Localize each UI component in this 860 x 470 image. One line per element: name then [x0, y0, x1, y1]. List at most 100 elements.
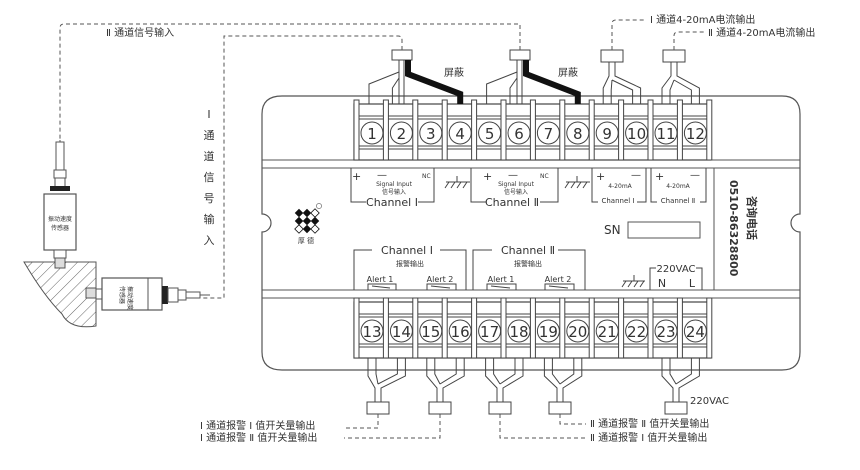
ch2-current-output-label: Ⅱ 通道4-20mA电流输出 [708, 26, 815, 39]
terminal-8[interactable]: 8 [566, 121, 590, 145]
terminal-5[interactable]: 5 [478, 121, 502, 145]
terminal-3[interactable]: 3 [419, 121, 443, 145]
terminal-13[interactable]: 13 [360, 319, 384, 343]
vertical-char: Ⅰ [207, 108, 210, 121]
terminal-separator [353, 297, 360, 359]
alert1-label: Alert 1 [367, 275, 394, 284]
minus-sign: — [690, 170, 700, 181]
alert1-label: Alert 1 [488, 275, 515, 284]
top-group-ch1: + — NC Signal Input 信号输入 Channel Ⅰ [350, 168, 435, 209]
bottom-cables [366, 358, 700, 415]
vertical-char: 入 [204, 234, 215, 247]
channel-label: Channel Ⅰ [601, 197, 634, 205]
phone-info: 0510-86328800 咨询电话 [727, 180, 759, 277]
logo-diamond-icon [294, 203, 322, 234]
channel-label: Channel Ⅰ [381, 244, 433, 257]
minus-sign: — [631, 170, 641, 181]
terminal-separator [529, 297, 536, 359]
phone-number: 0510-86328800 [727, 180, 740, 277]
terminal-separator [471, 297, 478, 359]
terminal-11[interactable]: 11 [654, 121, 678, 145]
terminal-22[interactable]: 22 [625, 319, 649, 343]
live-label: L [689, 277, 696, 290]
terminal-separator [500, 297, 507, 359]
terminal-7[interactable]: 7 [536, 121, 560, 145]
sensor-label-line1: 振动速度 [48, 215, 72, 223]
vertical-char: 通 [204, 129, 215, 142]
top-group-ch2: + — NC Signal Input 信号输入 Channel Ⅱ [470, 168, 559, 209]
terminal-number: 6 [514, 125, 524, 143]
vertical-char: 输 [204, 212, 215, 226]
terminal-separator [412, 297, 419, 359]
input-cable [486, 49, 581, 104]
terminal-12[interactable]: 12 [683, 121, 707, 145]
terminal-separator [559, 297, 566, 359]
terminal-number: 19 [539, 323, 558, 341]
terminal-number: 23 [656, 323, 675, 341]
ground-icon-2 [564, 176, 590, 189]
terminal-9[interactable]: 9 [595, 121, 619, 145]
shield-label-2: 屏蔽 [558, 67, 578, 79]
output-cable [600, 49, 642, 104]
signal-input-cn: 信号输入 [382, 188, 406, 196]
power-bottom-label: 220VAC [690, 396, 729, 407]
shield-label-1: 屏蔽 [444, 67, 464, 79]
output-cable [485, 358, 524, 415]
terminal-separator [676, 99, 683, 161]
sensor-label-line2: 传感器 [118, 286, 126, 304]
sn-field [627, 221, 701, 239]
terminal-21[interactable]: 21 [595, 319, 619, 343]
terminal-20[interactable]: 20 [566, 319, 590, 343]
ch2-signal-input-label: Ⅱ 通道信号输入 [106, 26, 174, 39]
terminal-17[interactable]: 17 [478, 319, 502, 343]
terminal-separator [382, 297, 389, 359]
terminal-separator [382, 99, 389, 161]
sensor-label-line1: 振动速度 [126, 286, 134, 310]
terminal-16[interactable]: 16 [448, 319, 472, 343]
terminal-19[interactable]: 19 [536, 319, 560, 343]
signal-leaders [59, 19, 704, 439]
ch2-alarm-out-1-label: Ⅱ 通道报警 Ⅰ 值开关量输出 [590, 431, 707, 444]
terminal-separator [441, 99, 448, 161]
minus-sign: — [508, 170, 518, 181]
alert2-label: Alert 2 [427, 275, 454, 284]
brand-logo: 厚 德 [294, 203, 322, 245]
terminal-number: 20 [568, 323, 587, 341]
terminal-separator [588, 297, 595, 359]
ground-icon-1 [444, 176, 470, 189]
terminal-number: 7 [544, 125, 554, 143]
terminal-10[interactable]: 10 [625, 121, 649, 145]
terminal-separator [676, 297, 683, 359]
terminal-4[interactable]: 4 [448, 121, 472, 145]
output-cable [661, 49, 700, 104]
range-label: 4-20mA [666, 183, 690, 190]
plus-sign: + [352, 170, 361, 183]
vertical-sensor: 振动速度 传感器 [43, 140, 77, 269]
terminal-separator [706, 297, 713, 359]
terminal-number: 10 [627, 125, 646, 143]
plus-sign: + [483, 170, 492, 183]
terminal-14[interactable]: 14 [389, 319, 413, 343]
terminal-18[interactable]: 18 [507, 319, 531, 343]
nc-label: NC [422, 173, 431, 180]
plus-sign: + [596, 170, 605, 183]
alert2-label: Alert 2 [545, 275, 572, 284]
terminal-number: 12 [686, 125, 705, 143]
terminal-number: 15 [421, 323, 440, 341]
channel-label: Channel Ⅰ [366, 196, 418, 209]
ch1-alarm-out-2-label: Ⅰ 通道报警 Ⅱ 值开关量输出 [200, 431, 317, 444]
terminal-number: 9 [602, 125, 612, 143]
top-cables [368, 49, 700, 104]
terminal-2[interactable]: 2 [389, 121, 413, 145]
terminal-1[interactable]: 1 [360, 121, 384, 145]
terminal-6[interactable]: 6 [507, 121, 531, 145]
terminal-separator [529, 99, 536, 161]
output-cable [543, 358, 583, 415]
terminal-separator [618, 99, 625, 161]
terminal-24[interactable]: 24 [683, 319, 707, 343]
terminal-number: 5 [485, 125, 495, 143]
terminal-15[interactable]: 15 [419, 319, 443, 343]
terminal-23[interactable]: 23 [654, 319, 678, 343]
